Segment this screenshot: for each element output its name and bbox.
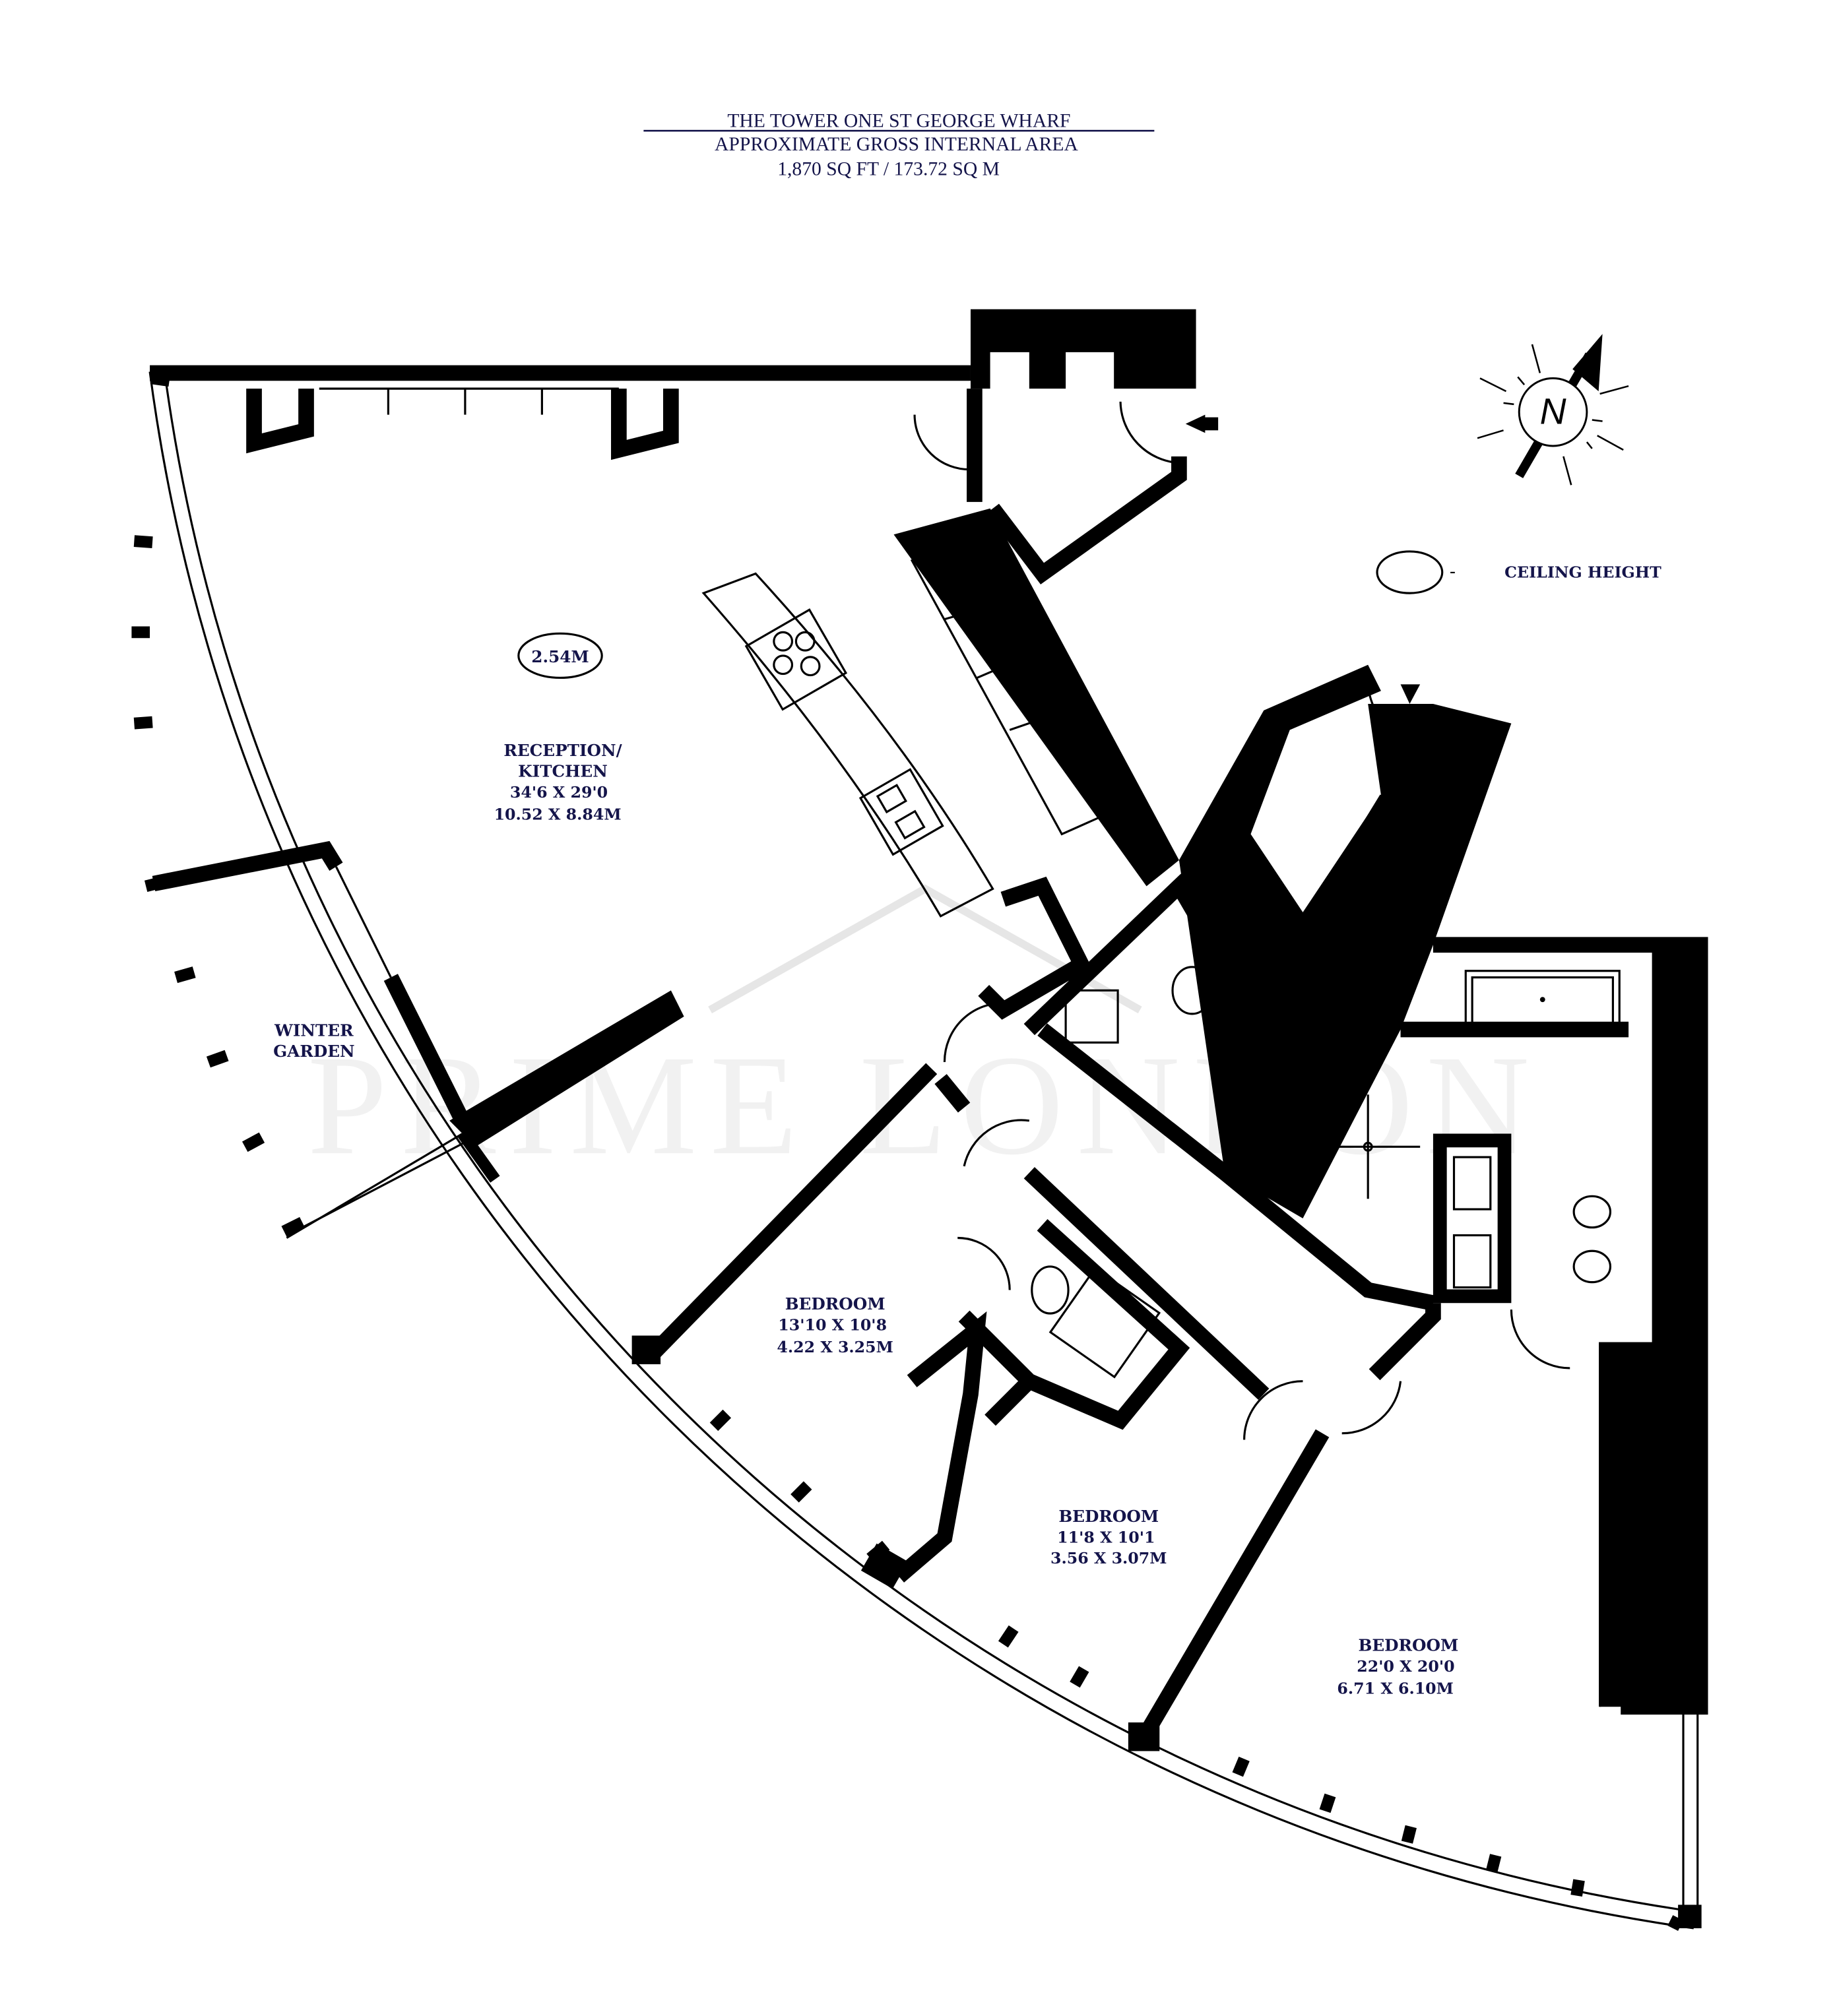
svg-text:RECEPTION/: RECEPTION/ (503, 741, 622, 760)
room-bedroom-2: BEDROOM 11'8 X 10'1 3.56 X 3.07M (1050, 1507, 1167, 1567)
svg-text:GARDEN: GARDEN (273, 1042, 354, 1061)
svg-text:6.71 X 6.10M: 6.71 X 6.10M (1337, 1680, 1453, 1698)
svg-text:4.22 X 3.25M: 4.22 X 3.25M (777, 1338, 893, 1356)
gross-area: 1,870 SQ FT / 173.72 SQ M (777, 158, 1000, 179)
svg-text:11'8 X 10'1: 11'8 X 10'1 (1057, 1528, 1155, 1547)
svg-text:22'0 X 20'0: 22'0 X 20'0 (1357, 1657, 1454, 1676)
room-winter-garden: WINTER GARDEN (273, 1021, 354, 1061)
svg-text:WINTER: WINTER (274, 1021, 354, 1040)
area-subtitle: APPROXIMATE GROSS INTERNAL AREA (715, 134, 1078, 155)
room-bedroom-1: BEDROOM 13'10 X 10'8 4.22 X 3.25M (777, 1294, 893, 1356)
svg-text:CEILING HEIGHT: CEILING HEIGHT (1504, 563, 1661, 581)
ceiling-height-legend: - CEILING HEIGHT (1376, 550, 1661, 594)
svg-text:34'6 X 29'0: 34'6 X 29'0 (510, 783, 608, 802)
svg-text:3.56 X 3.07M: 3.56 X 3.07M (1050, 1549, 1167, 1567)
svg-text:N: N (1540, 391, 1566, 431)
svg-text:-: - (1450, 561, 1456, 581)
kitchen-island (701, 572, 994, 918)
walls (150, 309, 1708, 1737)
svg-text:2.54M: 2.54M (531, 647, 589, 666)
svg-text:BEDROOM: BEDROOM (1058, 1507, 1159, 1526)
room-reception-kitchen: RECEPTION/ KITCHEN 34'6 X 29'0 10.52 X 8… (494, 741, 623, 824)
svg-text:KITCHEN: KITCHEN (518, 762, 608, 781)
svg-text:13'10 X 10'8: 13'10 X 10'8 (778, 1316, 887, 1335)
plan-header: THE TOWER ONE ST GEORGE WHARF APPROXIMAT… (643, 110, 1155, 179)
property-title: THE TOWER ONE ST GEORGE WHARF (727, 110, 1070, 131)
north-arrow-icon: N (1477, 334, 1629, 486)
room-bedroom-3: BEDROOM 22'0 X 20'0 6.71 X 6.10M (1337, 1635, 1458, 1697)
svg-text:BEDROOM: BEDROOM (1358, 1635, 1458, 1654)
doors (913, 401, 1570, 1440)
hob-icon (744, 608, 848, 711)
svg-text:10.52 X 8.84M: 10.52 X 8.84M (494, 805, 622, 824)
svg-text:BEDROOM: BEDROOM (785, 1294, 886, 1313)
ceiling-height-marker: 2.54M (517, 632, 603, 679)
sink-icon (858, 768, 944, 856)
